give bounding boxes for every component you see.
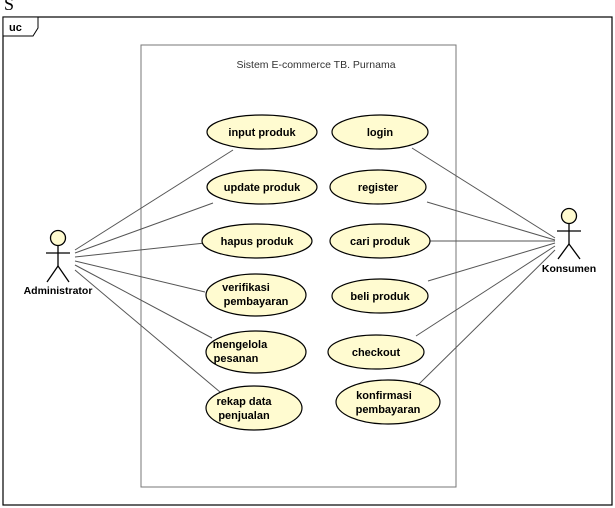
assoc-konsumen-login [411,147,556,239]
usecase-label: hapus produk [221,236,295,248]
assoc-konsumen-checkout [415,245,556,337]
usecase-label-line-2: pesanan [214,353,259,365]
actor-administrator[interactable]: Administrator [24,229,93,298]
usecase-label: cari produk [350,236,411,248]
page-letter: S [4,0,15,14]
usecase-register[interactable]: register [329,169,427,205]
assoc-admin-update-produk [74,202,214,254]
assoc-konsumen-konfirmasi-pembayaran [417,249,556,386]
usecase-label: beli produk [350,291,410,303]
stick-figure-icon [557,207,581,260]
usecase-label-line-2: pembayaran [356,404,421,416]
usecase-label: checkout [352,347,401,359]
usecase-cari-produk[interactable]: cari produk [329,223,431,259]
usecase-label: update produk [224,182,301,194]
frame-tag: uc [9,22,22,34]
assoc-konsumen-register [426,201,556,241]
actor-name: Konsumen [542,263,596,275]
frame-tag-box [2,16,39,37]
usecase-label-line-2: penjualan [218,410,270,422]
usecase-label: input produk [228,127,296,139]
usecase-label-line-1: konfirmasi [356,390,412,402]
usecase-update-produk[interactable]: update produk [206,169,318,205]
usecase-rekap-data-penjualan[interactable]: rekap data penjualan [205,385,303,431]
usecase-hapus-produk[interactable]: hapus produk [201,223,313,259]
assoc-admin-rekap-data-penjualan [74,269,221,393]
usecase-label: login [367,127,394,139]
system-title: Sistem E-commerce TB. Purnama [236,59,395,71]
actor-konsumen[interactable]: Konsumen [542,207,596,276]
usecase-login[interactable]: login [331,114,429,150]
usecase-label: register [358,182,399,194]
assoc-admin-input-produk [74,149,234,251]
actor-name: Administrator [24,285,93,297]
usecase-label-line-1: verifikasi [222,282,270,294]
usecase-beli-produk[interactable]: beli produk [331,278,429,314]
assoc-konsumen-beli-produk [427,242,556,282]
assoc-admin-hapus-produk [74,242,206,258]
usecase-verifikasi-pembayaran[interactable]: verifikasi pembayaran [205,273,307,317]
usecase-label-line-1: rekap data [216,396,272,408]
usecase-checkout[interactable]: checkout [327,334,425,370]
assoc-admin-mengelola-pesanan [74,264,213,339]
usecase-label-line-2: pembayaran [224,296,289,308]
stick-figure-icon [46,229,70,283]
konsumen-associations [411,147,556,386]
usecase-label-line-1: mengelola [213,339,268,351]
administrator-associations [74,149,234,393]
assoc-admin-verifikasi-pembayaran [74,260,206,293]
diagram-frame [2,16,613,506]
usecase-konfirmasi-pembayaran[interactable]: konfirmasi pembayaran [335,379,441,425]
usecase-input-produk[interactable]: input produk [206,114,318,150]
usecase-mengelola-pesanan[interactable]: mengelola pesanan [205,330,307,374]
